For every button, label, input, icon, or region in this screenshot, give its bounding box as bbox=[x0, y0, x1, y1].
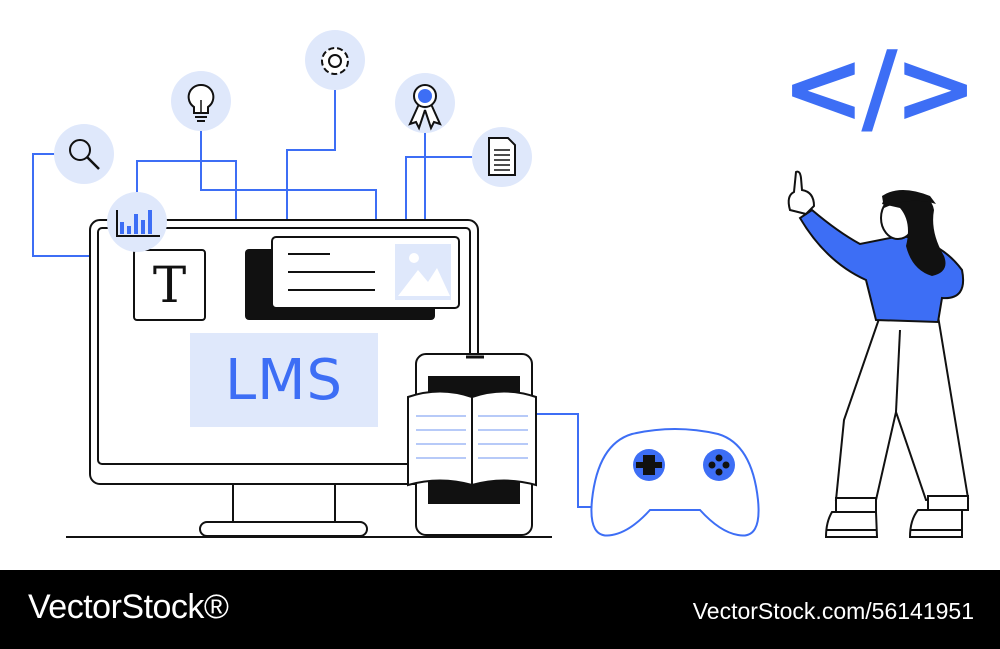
code-icon: </> bbox=[781, 28, 977, 146]
lms-label-bg bbox=[190, 333, 378, 427]
brand-logo: VectorStock® bbox=[28, 588, 229, 626]
text-tool-letter: T bbox=[152, 256, 187, 314]
lightbulb-icon bbox=[171, 71, 231, 131]
image-icon bbox=[395, 244, 451, 300]
bar-chart-icon bbox=[107, 192, 167, 252]
open-book-icon bbox=[407, 390, 537, 487]
lms-illustration bbox=[32, 30, 970, 538]
woman-pointing-figure bbox=[787, 170, 970, 538]
award-ribbon-icon bbox=[395, 73, 455, 133]
document-icon bbox=[472, 127, 532, 187]
stock-id-text: VectorStock.com/56141951 bbox=[692, 598, 974, 624]
gamepad-icon bbox=[590, 428, 760, 537]
text-tool-box bbox=[133, 249, 206, 321]
connector-lines bbox=[32, 90, 610, 508]
watermark-bar: VectorStock® VectorStock.com/56141951 bbox=[0, 570, 1000, 649]
gear-icon bbox=[305, 30, 365, 90]
lms-label: LMS bbox=[224, 347, 344, 413]
search-icon bbox=[54, 124, 114, 184]
